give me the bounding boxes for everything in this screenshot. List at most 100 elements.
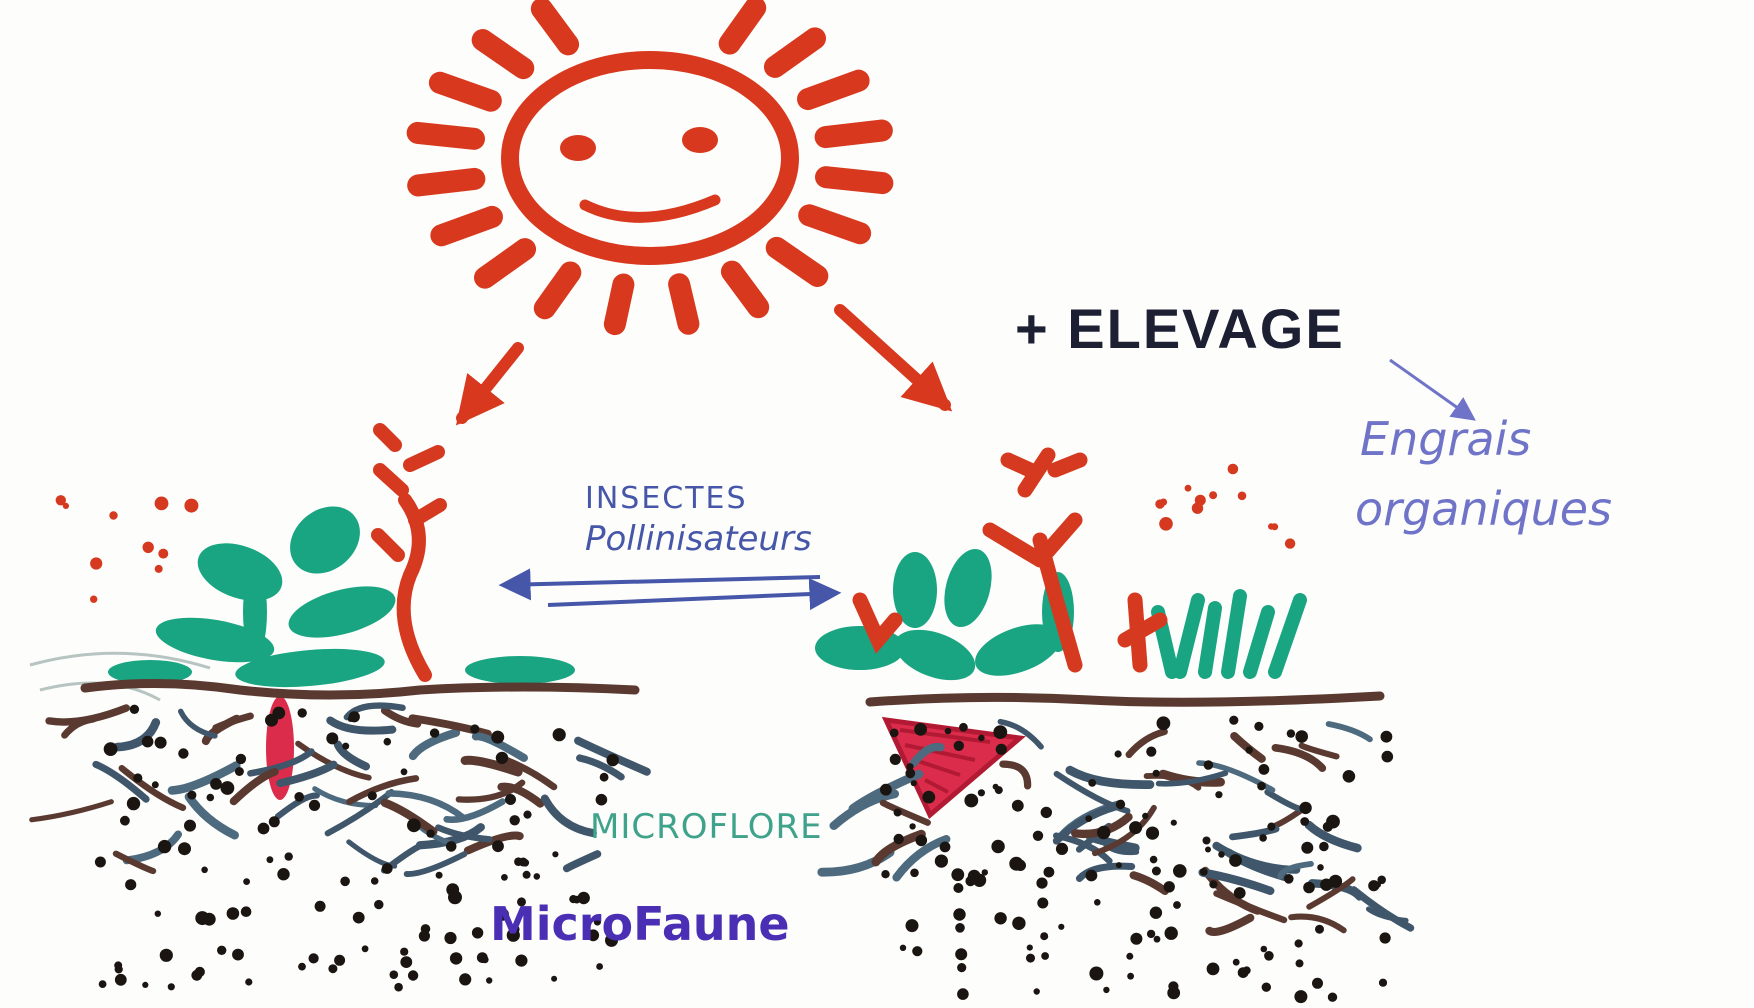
soil-particle (1301, 842, 1313, 854)
sun-ray (826, 131, 882, 138)
soil-particle (285, 852, 293, 860)
soil-particle (160, 949, 173, 962)
soil-particle (978, 789, 985, 796)
engrais-label-line1: Engrais (1360, 412, 1531, 466)
soil-particle (1012, 800, 1024, 812)
soil-particle (1171, 820, 1177, 826)
root-stroke (567, 854, 598, 868)
soil-particle (955, 948, 967, 960)
sun-ray (545, 272, 571, 308)
soil-particle (890, 729, 899, 738)
soil-particle (1150, 907, 1162, 919)
soil-particle (1150, 856, 1158, 864)
soil-particle (142, 736, 154, 748)
soil-particle (1116, 800, 1125, 809)
soil-particle (995, 786, 1003, 794)
soil-particle (1254, 722, 1263, 731)
soil-particle (994, 912, 1006, 924)
soil-particle (426, 829, 434, 837)
soil-particle (446, 841, 457, 852)
root-stroke (216, 716, 251, 728)
soil-particle (407, 818, 421, 832)
root-stroke (1070, 770, 1150, 784)
root-stroke (330, 721, 392, 731)
root-stroke (189, 797, 235, 835)
soil-particle (120, 816, 130, 826)
soil-particle (1036, 878, 1047, 889)
soil-particle (127, 797, 140, 810)
soil-particle (1088, 779, 1096, 787)
soil-particle (1094, 899, 1101, 906)
soil-particle (1287, 729, 1295, 737)
soil-particle (935, 855, 948, 868)
soil-particle (187, 791, 196, 800)
soil-particle (993, 725, 1007, 739)
soil-particle (1296, 959, 1304, 967)
soil-particle (390, 970, 399, 979)
sun-ray (775, 38, 815, 66)
insectes-label-line2: Pollinisateurs (585, 519, 812, 559)
sun-ray (418, 179, 474, 186)
soil-particle (340, 877, 350, 887)
soil-particle (241, 906, 252, 917)
soil-particle (326, 732, 338, 744)
soil-particle (408, 970, 418, 980)
soil-particle (1027, 945, 1033, 951)
soil-particle (269, 816, 280, 827)
soil-particle (245, 978, 252, 985)
elevage-to-fertilizer-arrow (1390, 360, 1472, 418)
root-stroke (883, 803, 928, 823)
soil-particle (1130, 933, 1142, 945)
soil-particle (1015, 860, 1026, 871)
soil-particle (444, 932, 456, 944)
soil-particle (491, 731, 504, 744)
soil-particle (1026, 954, 1035, 963)
soil-particle (401, 768, 408, 775)
sun-ray (440, 83, 491, 101)
soil-particle (515, 955, 527, 967)
soil-particle (1041, 807, 1052, 818)
soil-particle (1089, 967, 1103, 981)
soil-particle (1382, 751, 1394, 763)
soil-particle (1173, 864, 1187, 878)
soil-particle (272, 707, 285, 720)
soil-particle (1034, 988, 1040, 994)
soil-particle (95, 857, 106, 868)
soil-particle (510, 815, 520, 825)
soil-particle (368, 791, 377, 800)
soil-particle (1262, 983, 1271, 992)
microflore-label: MICROFLORE (590, 807, 823, 847)
soil-particle (115, 974, 127, 986)
soil-particle (184, 820, 196, 832)
soil-particle (221, 781, 235, 795)
soil-particle (1152, 867, 1161, 876)
soil-particle (309, 800, 320, 811)
soil-particle (1323, 822, 1333, 832)
root-stroke (407, 854, 465, 874)
soil-particle (348, 716, 354, 722)
sun-ray (808, 81, 859, 99)
soil-particle (968, 870, 981, 883)
soil-particle (596, 963, 603, 970)
soil-particle (523, 811, 531, 819)
soil-particle (1154, 936, 1161, 943)
soil-particle (957, 963, 966, 972)
soil-particle (1205, 764, 1211, 770)
soil-particle (953, 883, 963, 893)
soil-particle (955, 923, 965, 933)
root-stroke (181, 711, 215, 736)
soil-particle (1126, 953, 1133, 960)
soil-particle (277, 868, 289, 880)
microfaune-label: MicroFaune (490, 897, 790, 951)
soil-particle (1379, 979, 1387, 987)
soil-particle (1185, 485, 1192, 492)
soil-particle (1037, 898, 1048, 909)
soil-particle (945, 728, 952, 735)
soil-particle (922, 791, 935, 804)
soil-particle (1328, 993, 1337, 1002)
soil-particle (1155, 499, 1164, 508)
soil-particle (382, 863, 393, 874)
soil-particle (496, 752, 508, 764)
soil-particle (906, 919, 919, 932)
